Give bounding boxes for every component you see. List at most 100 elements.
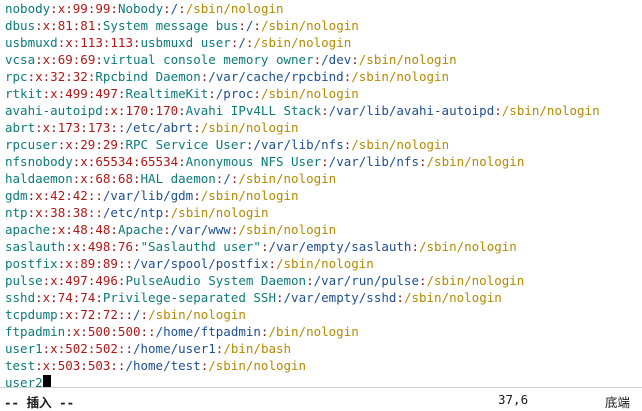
gecos: Nobody bbox=[117, 1, 164, 16]
passwd-line[interactable]: test:x:503:503::/home/test:/sbin/nologin bbox=[5, 357, 642, 374]
home-dir: /var/lib/gdm bbox=[102, 188, 194, 203]
login-shell: /sbin/nologin bbox=[419, 239, 517, 254]
passwd-line[interactable]: avahi-autoipd:x:170:170:Avahi IPv4LL Sta… bbox=[5, 102, 642, 119]
password-field: x bbox=[80, 171, 88, 186]
gid: 497 bbox=[95, 86, 118, 101]
colon: : bbox=[42, 69, 51, 84]
passwd-line[interactable]: ftpadmin:x:500:500::/home/ftpadmin:/bin/… bbox=[5, 323, 642, 340]
colon: : bbox=[418, 154, 427, 169]
passwd-line[interactable]: rpc:x:32:32:Rpcbind Daemon:/var/cache/rp… bbox=[5, 68, 642, 85]
passwd-line[interactable]: pulse:x:497:496:PulseAudio System Daemon… bbox=[5, 272, 642, 289]
login-shell: /sbin/nologin bbox=[238, 171, 337, 186]
passwd-line[interactable]: ntp:x:38:38::/etc/ntp:/sbin/nologin bbox=[5, 204, 642, 221]
text-cursor bbox=[42, 375, 51, 389]
gid: 81 bbox=[80, 18, 96, 33]
colon: : bbox=[102, 35, 111, 50]
login-shell: /sbin/nologin bbox=[276, 256, 374, 271]
passwd-line[interactable]: usbmuxd:x:113:113:usbmuxd user:/:/sbin/n… bbox=[5, 34, 642, 51]
home-dir: /dev bbox=[321, 52, 352, 67]
password-field: x bbox=[57, 222, 66, 237]
colon: : bbox=[87, 171, 96, 186]
gecos: usbmuxd user bbox=[140, 35, 231, 50]
colon: : bbox=[321, 154, 329, 169]
passwd-line[interactable]: abrt:x:173:173::/etc/abrt:/sbin/nologin bbox=[5, 119, 642, 136]
gecos: Avahi IPv4LL Stack bbox=[185, 103, 322, 118]
colon: : bbox=[260, 324, 269, 339]
colon: : bbox=[163, 1, 171, 16]
passwd-line[interactable]: tcpdump:x:72:72::/:/sbin/nologin bbox=[5, 306, 642, 323]
passwd-line[interactable]: dbus:x:81:81:System message bus:/:/sbin/… bbox=[5, 17, 642, 34]
gid: 72 bbox=[102, 307, 118, 322]
gid: 74 bbox=[80, 290, 96, 305]
login-shell: /sbin/nologin bbox=[260, 18, 359, 33]
passwd-line[interactable]: saslauth:x:498:76:"Saslauthd user":/var/… bbox=[5, 238, 642, 255]
colon: : bbox=[268, 256, 276, 271]
passwd-line[interactable]: sshd:x:74:74:Privilege-separated SSH:/va… bbox=[5, 289, 642, 306]
gid: 29 bbox=[102, 137, 118, 152]
colon: : bbox=[200, 69, 209, 84]
passwd-line[interactable]: rpcuser:x:29:29:RPC Service User:/var/li… bbox=[5, 136, 642, 153]
colon: : bbox=[110, 358, 118, 373]
colon: : bbox=[72, 256, 81, 271]
gid: 48 bbox=[95, 222, 111, 237]
username: gdm bbox=[5, 188, 28, 203]
colon: : bbox=[132, 239, 141, 254]
password-field: x bbox=[57, 1, 66, 16]
colon: : bbox=[65, 1, 73, 16]
username: haldaemon bbox=[5, 171, 73, 186]
passwd-line[interactable]: haldaemon:x:68:68:HAL daemon:/:/sbin/nol… bbox=[5, 170, 642, 187]
colon: : bbox=[42, 86, 51, 101]
colon: : bbox=[87, 222, 96, 237]
home-dir: /var/empty/sshd bbox=[283, 290, 397, 305]
home-dir: /var/run/pulse bbox=[313, 273, 419, 288]
password-field: x bbox=[72, 324, 81, 339]
status-bar: -- 插入 -- 37,6 底端 bbox=[0, 387, 642, 410]
colon: : bbox=[178, 1, 186, 16]
colon: : bbox=[57, 137, 66, 152]
username: abrt bbox=[5, 120, 36, 135]
colon: : bbox=[80, 239, 88, 254]
colon: : bbox=[215, 341, 224, 356]
colon: : bbox=[351, 52, 359, 67]
username: rpcuser bbox=[5, 137, 58, 152]
colon: : bbox=[87, 188, 96, 203]
login-shell: /sbin/nologin bbox=[238, 222, 337, 237]
gecos: HAL daemon bbox=[140, 171, 216, 186]
colon: : bbox=[95, 256, 103, 271]
current-input-line[interactable]: user2 bbox=[5, 374, 642, 391]
uid: 29 bbox=[80, 137, 96, 152]
home-dir: / bbox=[223, 171, 231, 186]
colon: : bbox=[50, 18, 58, 33]
uid: 74 bbox=[57, 290, 73, 305]
passwd-line[interactable]: nfsnobody:x:65534:65534:Anonymous NFS Us… bbox=[5, 153, 642, 170]
passwd-line[interactable]: vcsa:x:69:69:virtual console memory owne… bbox=[5, 51, 642, 68]
gid: 173 bbox=[87, 120, 111, 135]
colon: : bbox=[132, 35, 141, 50]
login-shell: /sbin/nologin bbox=[253, 35, 352, 50]
colon: : bbox=[50, 1, 58, 16]
colon: : bbox=[72, 137, 81, 152]
username: test bbox=[5, 358, 36, 373]
colon: : bbox=[117, 273, 126, 288]
colon: : bbox=[50, 358, 58, 373]
home-dir: / bbox=[170, 1, 179, 16]
gecos: "Saslauthd user" bbox=[140, 239, 261, 254]
passwd-line[interactable]: gdm:x:42:42::/var/lib/gdm:/sbin/nologin bbox=[5, 187, 642, 204]
home-dir: /proc bbox=[215, 86, 254, 101]
home-dir: /var/lib/nfs bbox=[328, 154, 419, 169]
gid: 503 bbox=[87, 358, 111, 373]
username: postfix bbox=[5, 256, 58, 271]
passwd-line[interactable]: nobody:x:99:99:Nobody:/:/sbin/nologin bbox=[5, 0, 642, 17]
username: rpc bbox=[5, 69, 28, 84]
passwd-line[interactable]: rtkit:x:499:497:RealtimeKit:/proc:/sbin/… bbox=[5, 85, 642, 102]
colon: : bbox=[306, 273, 314, 288]
home-dir: /var/cache/rpcbind bbox=[208, 69, 344, 84]
password-field: x bbox=[42, 52, 51, 67]
colon: : bbox=[148, 324, 156, 339]
colon: : bbox=[57, 341, 66, 356]
passwd-line[interactable]: apache:x:48:48:Apache:/var/www:/sbin/nol… bbox=[5, 221, 642, 238]
passwd-line[interactable]: postfix:x:89:89::/var/spool/postfix:/sbi… bbox=[5, 255, 642, 272]
passwd-line[interactable]: user1:x:502:502::/home/user1:/bin/bash bbox=[5, 340, 642, 357]
